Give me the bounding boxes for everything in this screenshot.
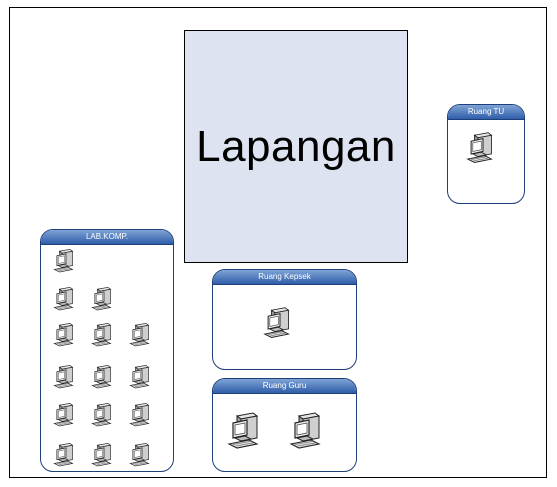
desktop-computer-icon (129, 322, 155, 348)
desktop-computer-icon (53, 402, 79, 428)
lapangan-label: Lapangan (196, 121, 396, 171)
desktop-computer-icon (466, 131, 500, 165)
desktop-computer-icon (129, 442, 155, 468)
desktop-computer-icon (263, 306, 297, 340)
desktop-computer-icon (91, 442, 117, 468)
room-ruang-kepsek-title: Ruang Kepsek (213, 270, 356, 285)
desktop-computer-icon (129, 402, 155, 428)
room-ruang-tu-title: Ruang TU (448, 105, 524, 120)
room-ruang-tu: Ruang TU (447, 104, 525, 204)
room-ruang-kepsek: Ruang Kepsek (212, 269, 357, 370)
desktop-computer-icon (53, 286, 79, 312)
room-lab-komp: LAB.KOMP. (40, 229, 174, 472)
room-lab-komp-title: LAB.KOMP. (41, 230, 173, 245)
desktop-computer-icon (53, 322, 79, 348)
room-ruang-guru-title: Ruang Guru (213, 379, 356, 394)
desktop-computer-icon (227, 411, 267, 451)
lapangan-field: Lapangan (184, 30, 408, 263)
desktop-computer-icon (91, 286, 117, 312)
desktop-computer-icon (53, 364, 79, 390)
desktop-computer-icon (53, 442, 79, 468)
desktop-computer-icon (91, 364, 117, 390)
desktop-computer-icon (91, 402, 117, 428)
desktop-computer-icon (129, 364, 155, 390)
desktop-computer-icon (53, 248, 79, 274)
room-ruang-guru: Ruang Guru (212, 378, 357, 472)
desktop-computer-icon (91, 322, 117, 348)
desktop-computer-icon (289, 411, 329, 451)
